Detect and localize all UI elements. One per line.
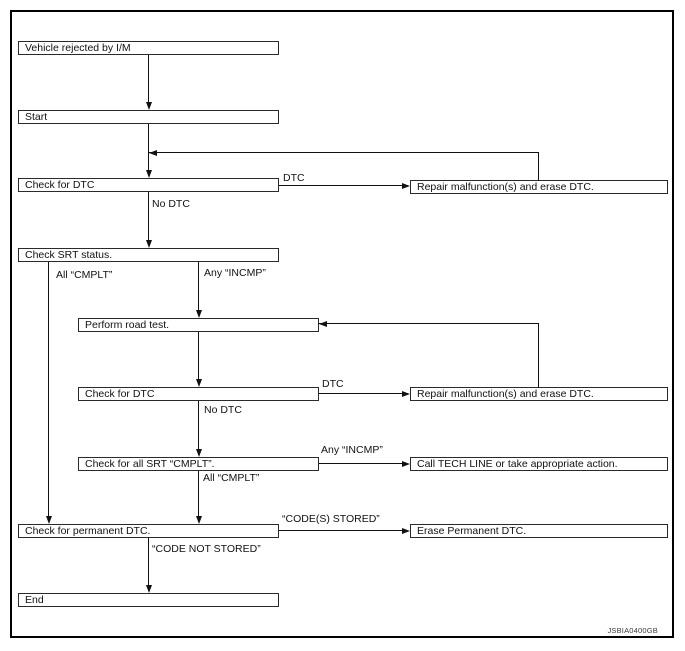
connector-line xyxy=(148,124,150,172)
arrow-down-icon xyxy=(195,516,202,524)
node-repair-erase-dtc-1: Repair malfunction(s) and erase DTC. xyxy=(410,180,668,194)
connector-line xyxy=(148,538,150,587)
connector-line xyxy=(198,401,200,451)
node-repair-erase-dtc-2: Repair malfunction(s) and erase DTC. xyxy=(410,387,668,401)
arrow-down-icon xyxy=(145,170,152,178)
node-check-permanent-dtc: Check for permanent DTC. xyxy=(18,524,279,538)
arrow-down-icon xyxy=(195,379,202,387)
node-start: Start xyxy=(18,110,279,124)
node-check-srt-status: Check SRT status. xyxy=(18,248,279,262)
connector-line xyxy=(148,192,150,242)
connector-line xyxy=(279,185,404,187)
edge-label-any-incmp-2: Any “INCMP” xyxy=(321,444,383,456)
diagram-border xyxy=(10,10,674,638)
arrow-down-icon xyxy=(145,585,152,593)
connector-line xyxy=(538,152,540,181)
connector-line xyxy=(319,393,404,395)
connector-line xyxy=(538,323,540,388)
arrow-down-icon xyxy=(145,240,152,248)
arrow-down-icon xyxy=(195,310,202,318)
arrow-right-icon xyxy=(402,182,410,189)
edge-label-codes-stored: “CODE(S) STORED” xyxy=(282,513,380,525)
connector-line xyxy=(198,262,200,312)
connector-line xyxy=(319,323,539,325)
arrow-right-icon xyxy=(402,390,410,397)
connector-line xyxy=(198,471,200,518)
node-end: End xyxy=(18,593,279,607)
node-call-tech-line: Call TECH LINE or take appropriate actio… xyxy=(410,457,668,471)
arrow-left-icon xyxy=(149,149,157,156)
edge-label-dtc-2: DTC xyxy=(322,378,344,390)
connector-line xyxy=(198,332,200,381)
edge-label-code-not-stored: “CODE NOT STORED” xyxy=(152,543,261,555)
edge-label-any-incmp-1: Any “INCMP” xyxy=(204,267,266,279)
edge-label-no-dtc-2: No DTC xyxy=(204,404,242,416)
arrow-right-icon xyxy=(402,460,410,467)
arrow-down-icon xyxy=(195,449,202,457)
edge-label-no-dtc-1: No DTC xyxy=(152,198,190,210)
arrow-down-icon xyxy=(145,102,152,110)
edge-label-all-cmplt-2: All “CMPLT” xyxy=(203,472,260,484)
node-perform-road-test: Perform road test. xyxy=(78,318,319,332)
connector-line xyxy=(148,55,150,103)
connector-line xyxy=(48,262,50,518)
node-erase-permanent-dtc: Erase Permanent DTC. xyxy=(410,524,668,538)
arrow-right-icon xyxy=(402,527,410,534)
connector-line xyxy=(149,152,539,154)
arrow-down-icon xyxy=(45,516,52,524)
node-vehicle-rejected: Vehicle rejected by I/M xyxy=(18,41,279,55)
arrow-left-icon xyxy=(319,320,327,327)
connector-line xyxy=(279,530,404,532)
edge-label-all-cmplt-1: All “CMPLT” xyxy=(56,269,113,281)
node-check-dtc-1: Check for DTC xyxy=(18,178,279,192)
node-check-dtc-2: Check for DTC xyxy=(78,387,319,401)
connector-line xyxy=(319,463,404,465)
figure-reference-code: JSBIA0400GB xyxy=(607,626,658,635)
node-check-all-srt-cmplt: Check for all SRT “CMPLT”. xyxy=(78,457,319,471)
edge-label-dtc-1: DTC xyxy=(283,172,305,184)
